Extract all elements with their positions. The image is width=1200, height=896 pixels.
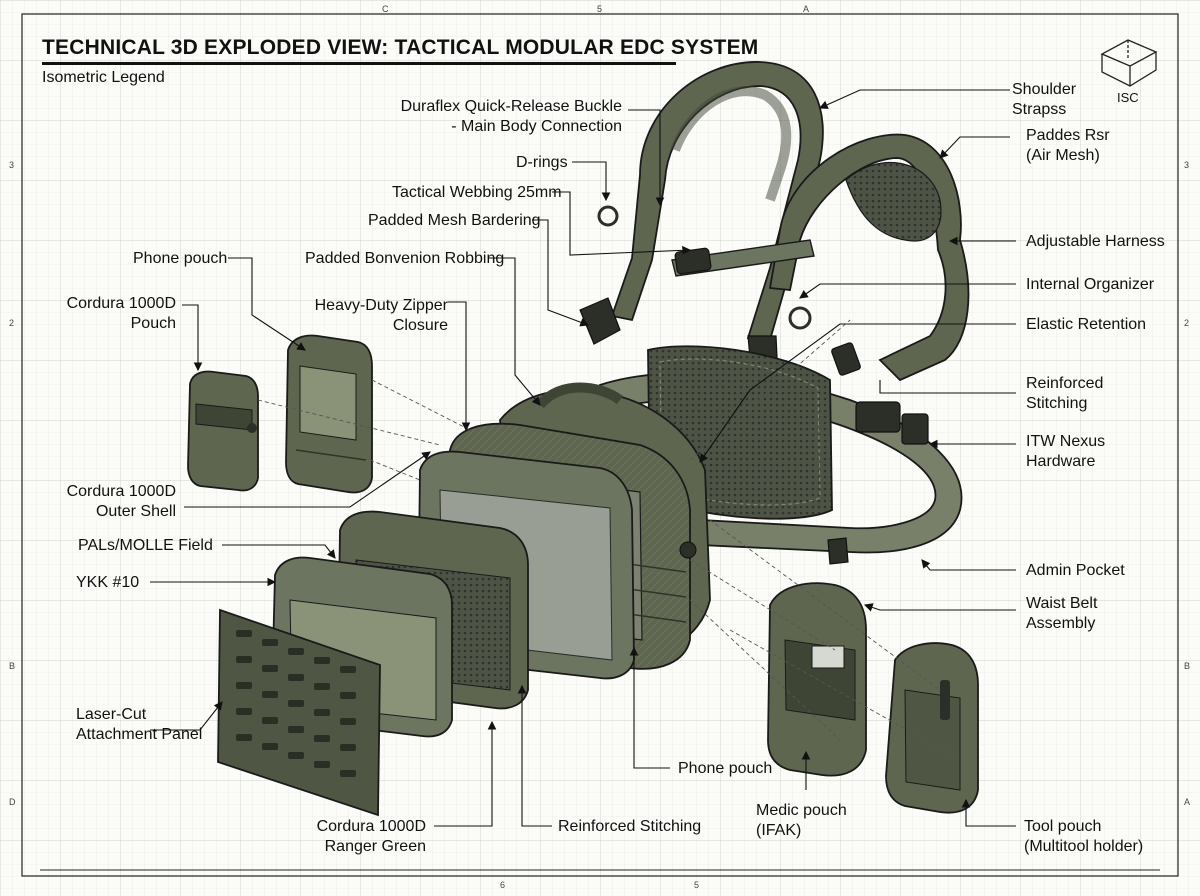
cordura-pouch-drawing xyxy=(187,370,259,492)
main-body-handle xyxy=(536,382,623,409)
label-adjustable-harness: Adjustable Harness xyxy=(1026,233,1165,250)
label-quick-release-buckle: Duraflex Quick-Release Buckle - Main Bod… xyxy=(400,98,622,135)
zipper-pull-main xyxy=(679,541,697,559)
label-padded-rsr: Paddes Rsr (Air Mesh) xyxy=(1026,127,1110,164)
label-phone-pouch-top: Phone pouch xyxy=(133,250,228,267)
label-phone-pouch-bottom: Phone pouch xyxy=(678,760,773,777)
zone-mark-right-b: B xyxy=(1184,661,1191,671)
belt-buckle-male xyxy=(855,401,901,433)
label-waist-belt: Waist Belt Assembly xyxy=(1026,595,1098,632)
zone-mark-left-d: D xyxy=(9,797,16,807)
label-outer-shell: Cordura 1000D Outer Shell xyxy=(66,483,176,520)
label-cordura-ranger: Cordura 1000D Ranger Green xyxy=(316,818,426,855)
page-subtitle: Isometric Legend xyxy=(42,69,165,86)
label-admin-pocket: Admin Pocket xyxy=(1026,562,1125,579)
d-ring-left xyxy=(597,205,619,227)
sternum-buckle xyxy=(674,247,712,275)
belt-slider xyxy=(831,342,861,376)
left-pouches-drawing xyxy=(187,334,373,494)
zone-mark-top-5: 5 xyxy=(597,4,603,14)
zone-mark-left-b: B xyxy=(9,661,16,671)
label-elastic-retention: Elastic Retention xyxy=(1026,316,1147,333)
label-d-rings: D-rings xyxy=(516,154,568,171)
page-title: TECHNICAL 3D EXPLODED VIEW: TACTICAL MOD… xyxy=(42,36,759,59)
label-padded-mesh-bardering: Padded Mesh Bardering xyxy=(368,212,541,229)
zone-mark-bottom-6: 6 xyxy=(500,880,506,890)
belt-buckle-female xyxy=(901,413,929,445)
label-cordura-pouch: Cordura 1000D Pouch xyxy=(66,295,176,332)
label-reinforced-stitching-bottom: Reinforced Stitching xyxy=(558,818,702,835)
label-heavy-duty-zipper: Heavy-Duty Zipper Closure xyxy=(314,297,448,334)
drawing-frame xyxy=(21,13,1179,877)
label-tool-pouch: Tool pouch (Multitool holder) xyxy=(1024,818,1144,855)
zone-mark-right-3: 3 xyxy=(1184,160,1190,170)
isometric-cube-icon xyxy=(1100,39,1158,87)
main-body-buckle xyxy=(579,297,621,345)
zone-mark-right-a: A xyxy=(1184,797,1191,807)
leader-lines xyxy=(150,89,1016,827)
label-reinforced-stitching-right: Reinforced Stitching xyxy=(1026,375,1104,412)
belt-ladder-lock xyxy=(827,537,849,565)
label-medic-pouch: Medic pouch (IFAK) xyxy=(756,802,847,839)
zone-mark-top-c: C xyxy=(382,4,389,14)
label-tactical-webbing: Tactical Webbing 25mm xyxy=(392,184,562,201)
label-ykk: YKK #10 xyxy=(76,574,140,591)
label-laser-cut-panel: Laser-Cut Attachment Panel xyxy=(76,706,203,743)
zone-mark-right-2: 2 xyxy=(1184,318,1190,328)
label-padded-bonvenion-robbing: Padded Bonvenion Robbing xyxy=(305,250,505,267)
zone-mark-top-a: A xyxy=(803,4,810,14)
label-shoulder-straps: Shoulder Strapss xyxy=(1012,81,1077,118)
right-shoulder-strap xyxy=(768,133,970,382)
right-pouches-drawing xyxy=(767,582,979,814)
zone-mark-bottom-5: 5 xyxy=(694,880,700,890)
explosion-guides xyxy=(257,319,961,761)
laser-cut-slots xyxy=(236,630,356,777)
air-mesh-pad xyxy=(845,162,942,242)
insert-panels-drawing xyxy=(217,450,635,817)
zone-mark-left-3: 3 xyxy=(9,160,15,170)
isc-badge-label: ISC xyxy=(1117,90,1139,105)
d-ring-right xyxy=(788,306,812,330)
label-itw-nexus: ITW Nexus Hardware xyxy=(1026,433,1106,470)
label-internal-organizer: Internal Organizer xyxy=(1026,276,1155,293)
title-underline xyxy=(42,62,676,65)
zone-mark-left-2: 2 xyxy=(9,318,15,328)
laser-cut-panel xyxy=(217,608,381,817)
label-pals-molle: PALs/MOLLE Field xyxy=(78,537,213,554)
